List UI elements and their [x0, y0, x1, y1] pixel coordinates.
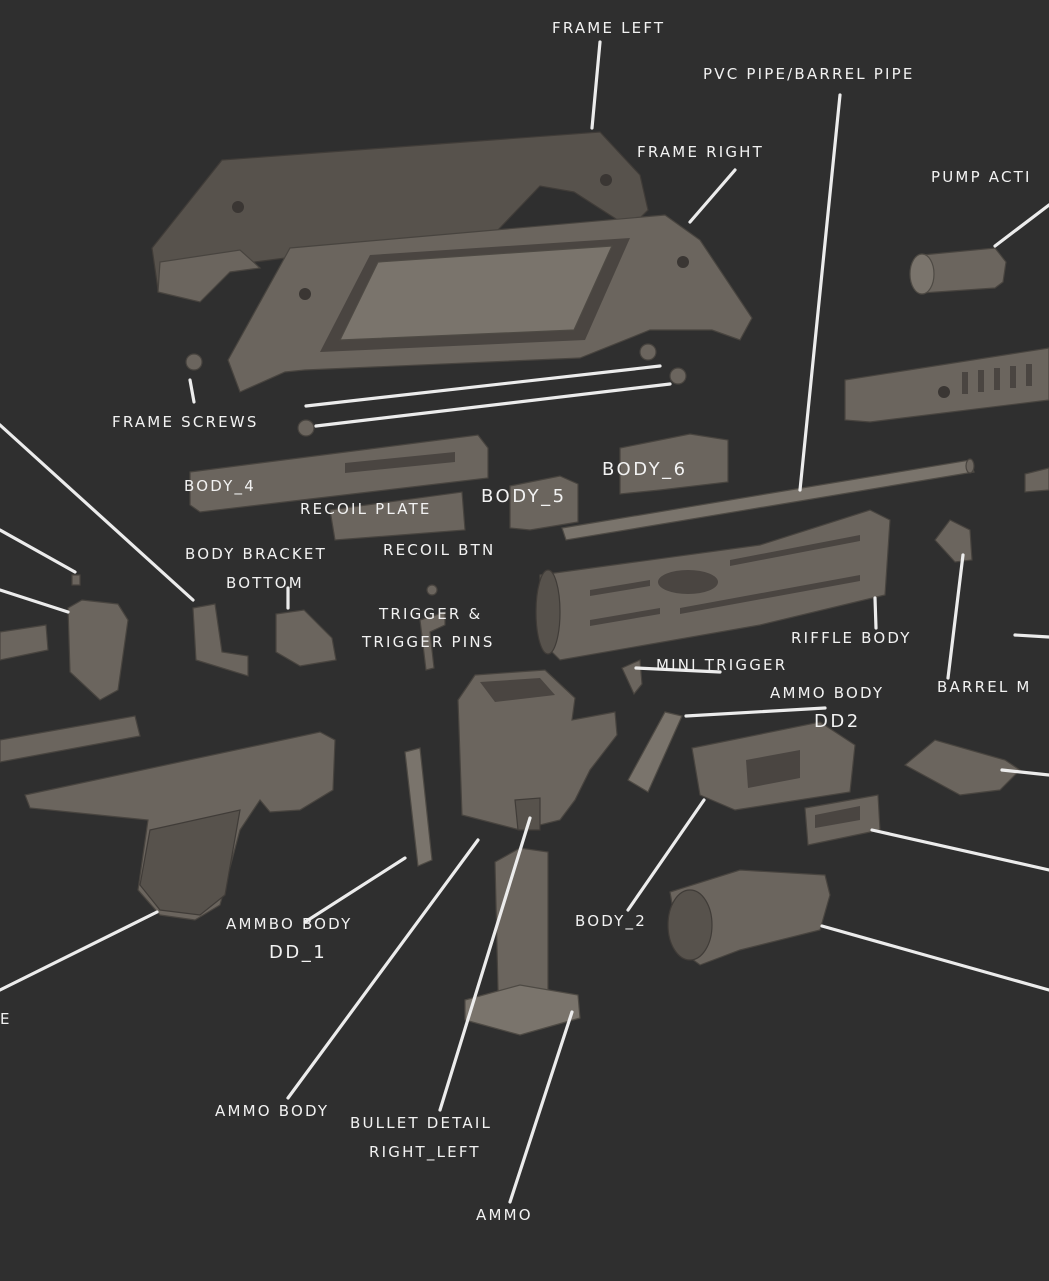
body-bracket-bottom-part [193, 604, 336, 676]
label-ammbo-body-line2: DD_1 [269, 942, 327, 963]
label-ammo: AMMO [476, 1206, 533, 1224]
label-body-4: BODY_4 [184, 477, 256, 496]
barrel-mount-bracket-part [935, 520, 972, 562]
label-ammo-body-dd2-line2: DD2 [814, 711, 861, 732]
label-riffle-body: RIFFLE BODY [791, 629, 912, 647]
label-bullet-detail-line2: RIGHT_LEFT [369, 1143, 481, 1162]
label-body-bracket: BODY BRACKET [185, 545, 327, 563]
label-ammbo-body-line1: AMMBO BODY [226, 915, 352, 933]
bullet-detail-part [465, 848, 580, 1035]
label-trigger-pins: TRIGGER PINS [361, 633, 495, 651]
label-recoil-btn: RECOIL BTN [383, 541, 495, 559]
ammo-body-dd2-part [628, 712, 682, 792]
label-pump-action: PUMP ACTI [931, 168, 1032, 186]
label-barrel-mount: BARREL M [937, 678, 1032, 696]
label-frame-screws: FRAME SCREWS [112, 413, 259, 431]
pump-action-part [910, 248, 1006, 294]
small-plate-part [805, 795, 880, 845]
right-bracket-part [905, 740, 1020, 795]
label-body-2: BODY_2 [575, 912, 647, 931]
top-rail-part [845, 348, 1049, 422]
label-bullet-detail-line1: BULLET DETAIL [350, 1114, 492, 1132]
body-2-part [692, 722, 855, 810]
label-trigger-and: TRIGGER & [378, 605, 482, 623]
label-bottom: BOTTOM [226, 574, 304, 592]
label-mini-trigger: MINI TRIGGER [656, 656, 787, 674]
left-bracket-part [0, 575, 128, 700]
mini-trigger-part [622, 660, 642, 694]
label-body-6: BODY_6 [602, 459, 688, 480]
trigger-part [420, 585, 445, 670]
label-ammo-body-dd2-line1: AMMO BODY [770, 684, 884, 702]
ammbo-body-dd1-part [405, 748, 432, 866]
label-frame-left: FRAME LEFT [552, 19, 665, 37]
label-ammo-body: AMMO BODY [215, 1102, 329, 1120]
label-frame-right: FRAME RIGHT [637, 143, 764, 161]
foregrip-part [668, 870, 830, 965]
label-pvc-pipe: PVC PIPE/BARREL PIPE [703, 65, 915, 83]
label-body-5: BODY_5 [481, 486, 567, 507]
label-recoil-plate: RECOIL PLATE [300, 500, 432, 518]
lower-receiver-part [0, 716, 335, 920]
ammo-body-part [458, 670, 617, 830]
label-left-edge: E [0, 1010, 12, 1028]
